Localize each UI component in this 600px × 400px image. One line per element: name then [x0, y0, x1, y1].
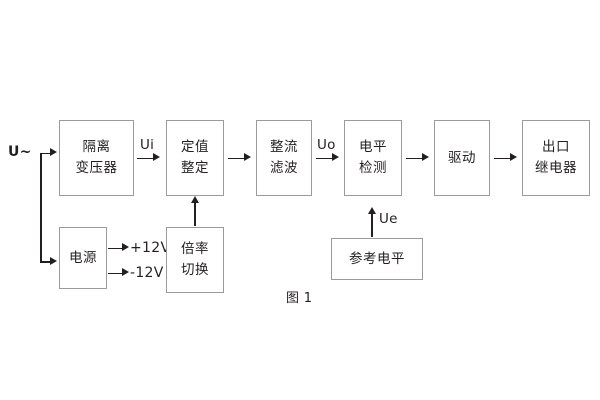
- block-rectify-filter-line-2: 滤波: [270, 160, 298, 176]
- negative-12v-label: -12V: [130, 265, 164, 281]
- input-voltage-label: U~: [8, 144, 32, 160]
- block-setpoint-setting[interactable]: 定值 整定: [166, 120, 224, 196]
- branch-bottom-line: [40, 261, 52, 263]
- block-output-relay[interactable]: 出口 继电器: [522, 120, 590, 196]
- positive-12v-label: +12V: [130, 240, 171, 256]
- setpoint-to-rectify-arrowhead: [244, 153, 251, 162]
- ui-label: Ui: [140, 137, 155, 153]
- block-isolation-transformer-line-1: 隔离: [82, 139, 111, 156]
- block-output-relay-line-1: 出口: [542, 139, 570, 156]
- uo-label: Uo: [317, 137, 336, 153]
- branch-bottom-arrowhead: [50, 256, 57, 265]
- ue-arrow-line: [371, 211, 373, 237]
- multiplier-to-setpoint-line: [194, 200, 196, 226]
- block-level-detection[interactable]: 电平 检测: [344, 120, 402, 196]
- input-bus-vertical-line: [40, 152, 42, 263]
- block-level-detection-line-2: 检测: [359, 160, 387, 176]
- negative-12v-line: [108, 272, 124, 274]
- ui-arrow-line: [137, 157, 155, 159]
- negative-12v-arrowhead: [122, 268, 129, 277]
- uo-arrowhead: [332, 153, 339, 162]
- block-isolation-transformer-line-2: 变压器: [75, 160, 118, 176]
- block-multiplier-switch[interactable]: 倍率 切换: [166, 227, 224, 293]
- block-multiplier-switch-line-2: 切换: [181, 262, 209, 278]
- block-multiplier-switch-line-1: 倍率: [181, 241, 209, 258]
- multiplier-to-setpoint-arrowhead: [190, 196, 199, 203]
- drive-to-relay-line: [494, 157, 512, 159]
- block-reference-level[interactable]: 参考电平: [331, 238, 423, 280]
- positive-12v-arrowhead: [122, 243, 129, 252]
- block-drive-line-1: 驱动: [448, 149, 476, 166]
- block-drive[interactable]: 驱动: [434, 120, 490, 196]
- ue-arrowhead: [367, 207, 376, 214]
- ui-arrowhead: [153, 153, 160, 162]
- drive-to-relay-arrowhead: [510, 153, 517, 162]
- block-reference-level-line-1: 参考电平: [349, 250, 405, 267]
- block-power-supply-line-1: 电源: [69, 249, 97, 266]
- branch-top-arrowhead: [50, 148, 57, 157]
- block-setpoint-setting-line-1: 定值: [181, 139, 209, 156]
- figure-caption: 图 1: [286, 291, 313, 306]
- branch-top-line: [40, 152, 52, 154]
- block-power-supply[interactable]: 电源: [59, 227, 107, 289]
- uo-arrow-line: [316, 157, 334, 159]
- block-setpoint-setting-line-2: 整定: [181, 160, 209, 176]
- level-to-drive-line: [406, 157, 424, 159]
- positive-12v-line: [108, 247, 124, 249]
- setpoint-to-rectify-line: [228, 157, 246, 159]
- block-rectify-filter[interactable]: 整流 滤波: [256, 120, 312, 196]
- block-level-detection-line-1: 电平: [359, 139, 387, 156]
- block-output-relay-line-2: 继电器: [535, 160, 577, 176]
- level-to-drive-arrowhead: [422, 153, 429, 162]
- block-isolation-transformer[interactable]: 隔离 变压器: [59, 120, 134, 196]
- ue-label: Ue: [379, 211, 398, 227]
- block-rectify-filter-line-1: 整流: [270, 139, 298, 156]
